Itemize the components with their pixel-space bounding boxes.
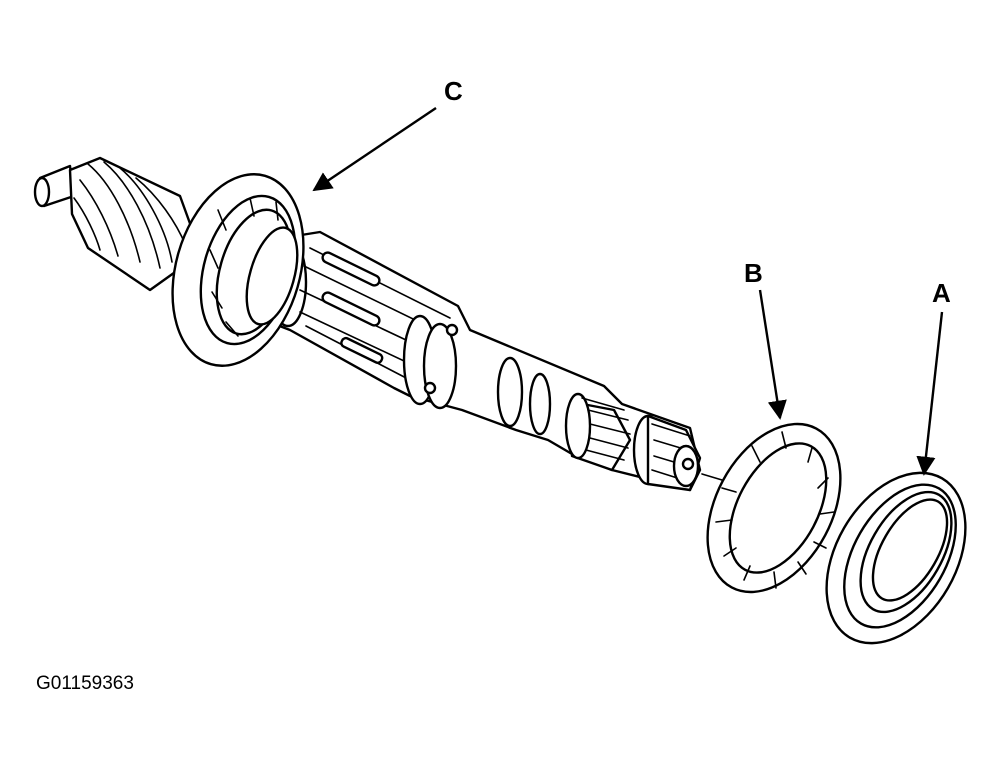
figure-id: G01159363 [36,673,134,694]
helical-gear-icon [33,156,198,292]
callout-arrow-b [758,289,787,420]
spline-gear-icon [564,392,702,492]
ball-bearing-icon [171,173,305,367]
callout-arrow-c [312,107,437,192]
shaft-icon [33,156,702,492]
collar-icon [402,314,459,410]
label-b: B [744,258,763,288]
thrust-washer-icon [706,422,842,594]
oil-seal-icon [825,471,967,645]
callout-arrow-a [916,311,944,476]
label-a: A [932,278,951,308]
label-c: C [444,76,463,106]
